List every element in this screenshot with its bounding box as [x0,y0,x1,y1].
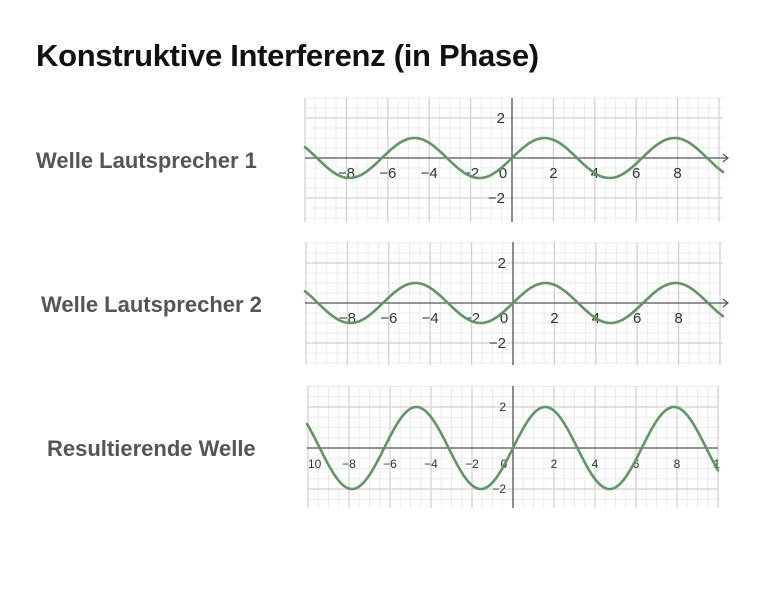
svg-text:2: 2 [549,165,557,182]
x-axis-arrow-icon [722,298,729,308]
minor-grid [304,97,723,222]
wave-curve [305,405,720,491]
svg-text:−6: −6 [380,310,397,327]
svg-text:2: 2 [499,400,506,414]
svg-text:8: 8 [674,457,681,471]
svg-text:−4: −4 [421,165,438,182]
label-wave-speaker-1: Welle Lautsprecher 1 [36,148,257,173]
svg-text:2: 2 [497,110,505,127]
wave-curve [303,136,725,180]
svg-text:−2: −2 [489,335,506,352]
svg-text:0: 0 [499,165,507,182]
svg-text:6: 6 [632,165,640,182]
wave-curve [303,281,725,325]
svg-text:1: 1 [713,457,720,471]
svg-text:2: 2 [551,457,558,471]
svg-text:10: 10 [308,457,322,471]
svg-text:8: 8 [673,165,681,182]
svg-text:0: 0 [500,310,508,327]
svg-text:6: 6 [633,310,641,327]
svg-text:−2: −2 [488,190,505,207]
page-title: Konstruktive Interferenz (in Phase) [36,38,539,73]
svg-text:2: 2 [550,310,558,327]
svg-text:−6: −6 [379,165,396,182]
svg-text:−4: −4 [422,310,439,327]
label-resulting-wave: Resultierende Welle [47,436,256,461]
svg-text:4: 4 [592,457,599,471]
label-wave-speaker-2: Welle Lautsprecher 2 [41,292,262,317]
major-grid [304,98,723,222]
svg-text:−8: −8 [338,165,355,182]
svg-text:8: 8 [674,310,682,327]
svg-text:−8: −8 [339,310,356,327]
svg-text:2: 2 [498,255,506,272]
svg-text:−2: −2 [492,482,506,496]
svg-text:−8: −8 [342,457,356,471]
svg-text:6: 6 [633,457,640,471]
svg-text:−4: −4 [424,457,438,471]
svg-text:−6: −6 [383,457,397,471]
x-axis-arrow-icon [722,153,729,163]
svg-text:−2: −2 [465,457,479,471]
